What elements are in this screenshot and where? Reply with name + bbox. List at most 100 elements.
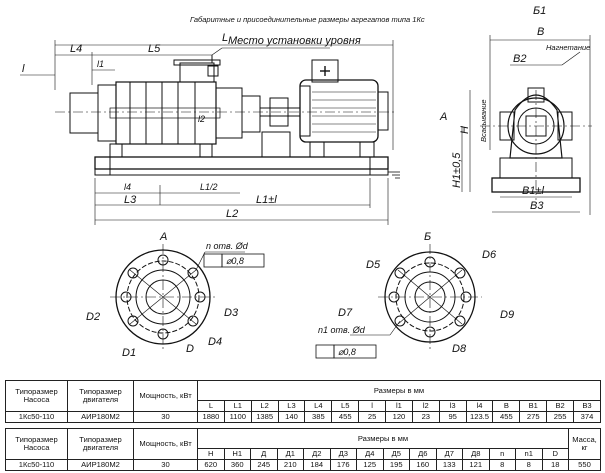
dim-L1-half: L1/2 <box>200 182 218 192</box>
t1-val: 1100 <box>223 411 252 423</box>
t2-val: 184 <box>303 459 331 471</box>
t1-val: 140 <box>277 411 306 423</box>
t1-val: 120 <box>385 411 413 423</box>
t2-val: 620 <box>197 459 225 471</box>
flange-a-D2: D2 <box>86 311 100 323</box>
flange-a-D4: D4 <box>208 336 222 348</box>
dimensions-table-2: Типоразмер Насоса Типоразмер двигателя М… <box>5 428 601 471</box>
dim-B3: B3 <box>530 200 544 212</box>
dim-B2: B2 <box>513 53 526 65</box>
flange-a-tol: ⌀0,8 <box>226 256 244 266</box>
flange-a <box>110 244 265 350</box>
t1-col: l <box>358 400 387 412</box>
flange-a-holes: n отв. Ød <box>206 241 249 251</box>
dim-H: H <box>459 126 471 134</box>
flange-b-holes: n1 отв. Ød <box>318 325 366 335</box>
t2-header-power: Мощность, кВт <box>133 428 198 460</box>
t2-col: Д2 <box>303 448 331 460</box>
t1-col: L <box>197 400 225 412</box>
t2-col: Д <box>250 448 278 460</box>
t1-val: 95 <box>438 411 467 423</box>
t1-val: 455 <box>331 411 360 423</box>
table-row: 1Кс50-110 АИР180М2 30 1880 1100 1385 140… <box>5 411 601 423</box>
t2-col: Д5 <box>382 448 410 460</box>
t1-val: 275 <box>519 411 548 423</box>
t2-header-mass: Масса, кг <box>568 428 601 460</box>
flange-b-D6: D6 <box>482 249 497 261</box>
section-label-b1: Б1 <box>533 5 546 17</box>
dim-l4: l4 <box>124 182 131 192</box>
dimensions-table-1: Типоразмер Насоса Типоразмер двигателя М… <box>5 380 601 423</box>
t1-col: l4 <box>465 400 494 412</box>
t2-val: 8 <box>488 459 516 471</box>
dim-H1: H1±0,5 <box>451 152 463 188</box>
t1-val: 255 <box>546 411 575 423</box>
t1-val: 25 <box>358 411 387 423</box>
t2-col: Д3 <box>329 448 357 460</box>
t1-val: 455 <box>492 411 521 423</box>
t2-header-motor: Типоразмер двигателя <box>67 428 134 460</box>
t1-val: 1880 <box>197 411 225 423</box>
t2-col: H1 <box>223 448 251 460</box>
flange-a-D: D <box>186 343 194 355</box>
flange-b-D9: D9 <box>500 309 514 321</box>
dim-L: L <box>222 32 228 44</box>
dim-B1: B1±l <box>522 185 544 197</box>
t1-col: B1 <box>519 400 548 412</box>
t2-val: 121 <box>462 459 490 471</box>
t1-col: B2 <box>546 400 575 412</box>
t1-col: L1 <box>223 400 252 412</box>
dim-l1: l1 <box>97 59 104 69</box>
t1-val: 1385 <box>250 411 279 423</box>
t2-col: n <box>488 448 516 460</box>
t1-col: B3 <box>573 400 601 412</box>
t2-col: Д7 <box>435 448 463 460</box>
t1-val: 23 <box>411 411 440 423</box>
t2-col: H <box>197 448 225 460</box>
t2-val: 160 <box>409 459 437 471</box>
dim-L1: L1±l <box>256 194 277 206</box>
t1-header-power: Мощность, кВт <box>133 380 198 412</box>
t1-col: L5 <box>331 400 360 412</box>
dim-L4: L4 <box>70 43 82 55</box>
end-view <box>461 35 592 215</box>
t2-val: 125 <box>356 459 384 471</box>
t1-header-pump: Типоразмер Насоса <box>5 380 68 412</box>
t2-col: Д4 <box>356 448 384 460</box>
mark-A: A <box>439 111 447 123</box>
t2-motor: АИР180М2 <box>67 459 134 471</box>
t1-header-dims: Размеры в мм <box>197 380 601 401</box>
t2-col: Д1 <box>276 448 304 460</box>
side-view <box>20 40 400 225</box>
t1-col: L4 <box>304 400 333 412</box>
t2-pump: 1Кс50-110 <box>5 459 68 471</box>
t2-header-pump: Типоразмер Насоса <box>5 428 68 460</box>
t2-val: 210 <box>276 459 304 471</box>
flange-b-D8: D8 <box>452 343 467 355</box>
t2-val: 176 <box>329 459 357 471</box>
flange-b-title: Б <box>424 231 431 243</box>
t1-header-motor: Типоразмер двигателя <box>67 380 134 412</box>
flange-a-D3: D3 <box>224 307 239 319</box>
drawing-title: Габаритные и присоединительные размеры а… <box>190 15 425 24</box>
t2-col: Д8 <box>462 448 490 460</box>
flange-b-D7: D7 <box>338 307 353 319</box>
t2-mass: 550 <box>568 459 601 471</box>
dim-L2: L2 <box>226 208 238 220</box>
suction-label: Всасывание <box>479 99 488 142</box>
t2-val: 8 <box>515 459 543 471</box>
t2-val: 133 <box>435 459 463 471</box>
t2-col: Д6 <box>409 448 437 460</box>
t1-val: 374 <box>573 411 601 423</box>
t1-pump: 1Кс50-110 <box>5 411 68 423</box>
t1-col: l1 <box>385 400 413 412</box>
flange-b-tol: ⌀0,8 <box>338 347 356 357</box>
t1-col: l3 <box>438 400 467 412</box>
t1-col: L2 <box>250 400 279 412</box>
flange-b-D5: D5 <box>366 259 381 271</box>
dim-l: l <box>22 63 25 75</box>
level-label: Место установки уровня <box>228 35 361 47</box>
dim-L5: L5 <box>148 43 161 55</box>
table-row: 1Кс50-110 АИР180М2 30 620 360 245 210 18… <box>5 459 601 471</box>
t2-val: 195 <box>382 459 410 471</box>
